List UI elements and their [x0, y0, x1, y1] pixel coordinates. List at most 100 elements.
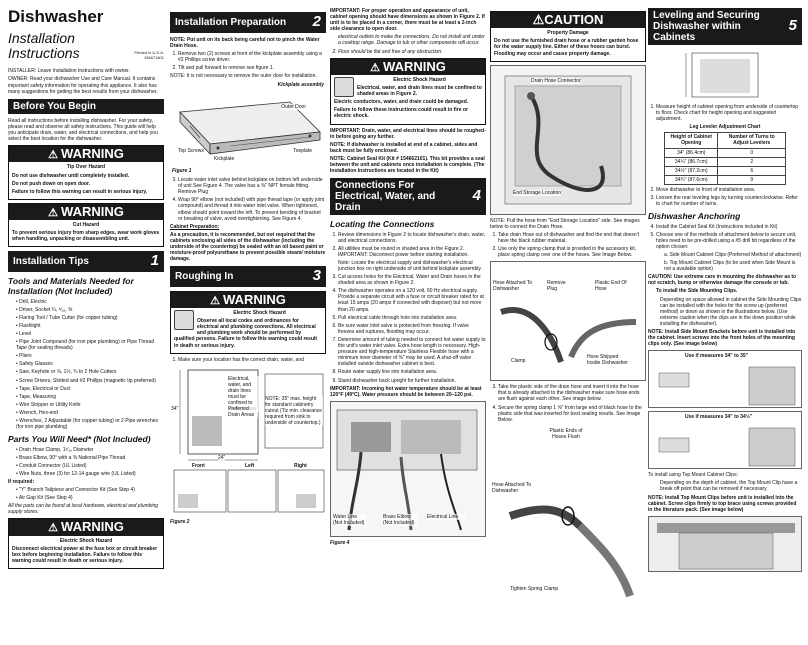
caution-title: Property Damage: [547, 30, 589, 37]
tools-list: Drill, Electric Driver, Socket ¼, ⁵⁄₁₆, …: [16, 299, 164, 431]
top-clip-illustration: [657, 522, 795, 570]
important-note: IMPORTANT: Drain, water, and electrical …: [330, 127, 486, 140]
figure-label: Remove Plug: [547, 280, 573, 293]
cabinet-prep-heading: Cabinet Preparation:: [170, 223, 220, 230]
list-item: Driver, Socket ¼, ⁵⁄₁₆, ⅜: [16, 307, 164, 313]
if-required: If required:: [8, 478, 35, 485]
list-item: Measure height of cabinet opening from u…: [656, 104, 802, 122]
figure-side-clip-down: Use if measures 34" to 34½": [648, 411, 802, 470]
note: NOTE: Pull the hose from "End Storage Lo…: [490, 217, 640, 230]
warning-line: Electrical, water, and drain lines must …: [357, 85, 482, 98]
body-text: Note: Locate the electrical supply and d…: [338, 259, 482, 272]
warning-icon: ⚠: [48, 206, 59, 219]
figure-caption: Figure 1: [172, 167, 192, 174]
list-item: Review dimensions in Figure 2 to locate …: [338, 232, 486, 244]
table-row: 34" (86.4cm)0: [663, 147, 786, 158]
leveling-steps-2: Move dishwasher to front of installation…: [648, 187, 802, 207]
figure-label: Outer Door: [281, 104, 306, 111]
intro-owner: OWNER: Read your dishwasher Use and Care…: [8, 76, 158, 95]
drain-steps-2: Take the plastic side of the drain hose …: [490, 384, 646, 423]
list-item: Floor should be flat and free of any obs…: [338, 49, 486, 55]
anchoring-heading: Dishwasher Anchoring: [648, 211, 741, 222]
cabinet-dimensions-illustration: [173, 369, 325, 513]
warning-icon: ⚠: [370, 61, 381, 74]
list-item: Choose one of the methods of attachment …: [656, 232, 802, 250]
warning-icon: ⚠: [48, 522, 59, 535]
figure-label: Brass Elbow (Not Included): [383, 513, 417, 526]
list-item: Be sure water inlet valve is protected f…: [338, 323, 486, 335]
prep-note: NOTE: Put unit on its back being careful…: [170, 36, 320, 49]
figure-label: Plastic End Of Hose: [595, 280, 631, 293]
list-item: Pipe Joint Compound (for iron pipe plumb…: [16, 339, 164, 351]
note: NOTE: If dishwasher is installed at end …: [330, 141, 478, 154]
top-clips-text: Depending on the depth of cabinet, the T…: [660, 480, 798, 493]
list-item: Wire Stripper or Utility Knife: [16, 402, 164, 408]
list-item: Wrench, Hex-end: [16, 410, 164, 416]
doc-title: Dishwasher: [8, 8, 104, 26]
section-leveling: Leveling and Securing Dishwasher within …: [648, 8, 802, 45]
list-item: Route water supply line into installatio…: [338, 369, 486, 375]
warning-electric-shock-3: ⚠WARNING Electric Shock Hazard Electrica…: [330, 57, 486, 125]
if-required-list: "Y" Branch Tailpiece and Connector Kit (…: [16, 487, 164, 501]
figure-label: Right: [294, 462, 307, 469]
list-item: Wire Nuts, three (3) for 12-14 gauge wir…: [16, 471, 164, 477]
figure-hose-flush: Plastic Ends of Hoses Flush Hose Attache…: [490, 425, 646, 604]
figure-label: Kickplate assembly: [277, 82, 324, 89]
figure-label: Clamp: [511, 358, 526, 365]
parts-note: All the parts can be found at local hard…: [8, 503, 159, 516]
figure-2-cabinet-dimensions: Electrical, water, and drain lines must …: [170, 365, 326, 516]
list-item: Take the plastic side of the drain hose …: [498, 384, 646, 402]
column-4: ⚠CAUTION Property Damage Do not use the …: [490, 8, 646, 640]
printed-info: Printed in U.S.A. 154671601: [134, 49, 164, 60]
leveling-illustration: [685, 52, 759, 98]
figure-label: Hose Attached To Dishwasher: [493, 280, 533, 293]
figure-label: Tighten Spring Clamp: [510, 585, 559, 592]
list-item: Wrenches, 2 Adjustable (for copper tubin…: [16, 418, 164, 430]
figure-label: Kickplate: [214, 156, 235, 163]
warning-text: To prevent serious injury from sharp edg…: [12, 230, 160, 243]
figure-label: End Storage Location: [513, 189, 562, 196]
warning-line: Do not use dishwasher until completely i…: [12, 172, 130, 179]
list-item: Drill, Electric: [16, 299, 164, 305]
drain-steps: Take drain Hose out of dishwasher and fi…: [490, 232, 646, 258]
warning-title: Cut Hazard: [72, 222, 100, 229]
list-item: Stand dishwasher back upright for furthe…: [338, 378, 486, 384]
list-item: Flaring Tool / Tube Cutter (for copper t…: [16, 315, 164, 321]
figure-label: Plastic Ends of Hoses Flush: [546, 427, 586, 440]
shock-hand-icon: [334, 76, 354, 97]
top-clips-note: NOTE: Install Top Mount Clips before uni…: [648, 494, 797, 513]
list-item: Wrap 90° elbow (not included) with pipe …: [178, 197, 326, 221]
figure-caption: Figure 2: [170, 518, 190, 525]
locating-steps: Review dimensions in Figure 2 to locate …: [330, 232, 486, 258]
figure-label: 34": [171, 405, 179, 412]
list-item: Screw Drivers, Slotted and #2 Phillips (…: [16, 378, 164, 384]
warning-line: Failure to follow these instructions cou…: [334, 107, 468, 120]
list-item: Install the Cabinet Seal Kit (Instructio…: [656, 224, 802, 230]
table-header: Number of Turns to Adjust Levelers: [717, 132, 786, 149]
warning-icon: ⚠: [48, 149, 59, 162]
parts-heading: Parts You Will Need* (Not Included): [8, 434, 151, 445]
list-item: Air Gap Kit (See Step 4): [16, 495, 164, 501]
caution-line: CAUTION: Use extreme care in mounting th…: [648, 274, 797, 287]
list-item: Tape, Electrical or Duct: [16, 386, 164, 392]
side-clip-up-illustration: [658, 367, 796, 406]
before-text: Read all instructions before installing …: [8, 117, 158, 143]
note: NOTE: Cabinet Seal Kit (Kit # 154662101)…: [330, 155, 485, 175]
column-3: IMPORTANT: For proper operation and appe…: [330, 8, 486, 640]
column-5: Leveling and Securing Dishwasher within …: [648, 8, 802, 640]
warning-electric-shock-2: ⚠WARNING Electric Shock Hazard Observe a…: [170, 290, 326, 354]
figure-label: Use if measures 34" to 35": [685, 353, 749, 360]
warning-icon: ⚠: [210, 294, 221, 307]
figure-hose-clamp: Hose Attached To Dishwasher Remove Plug …: [490, 261, 646, 382]
prep-note-2: NOTE: It is not necessary to remove the …: [170, 72, 317, 79]
list-item: The dishwasher operates on a 120 volt, 6…: [338, 288, 486, 312]
figure-side-clip-up: Use if measures 34" to 35": [648, 350, 802, 409]
kickplate-illustration: [179, 101, 321, 156]
warning-title: Electric Shock Hazard: [59, 537, 113, 544]
list-item: Locate water inlet valve behind kickplat…: [178, 177, 326, 195]
figure-label: Electrical Line: [427, 513, 467, 520]
caution-icon: ⚠: [532, 12, 545, 27]
list-item: Make sure your location has the correct …: [178, 357, 326, 363]
side-clip-down-illustration: [658, 428, 796, 467]
